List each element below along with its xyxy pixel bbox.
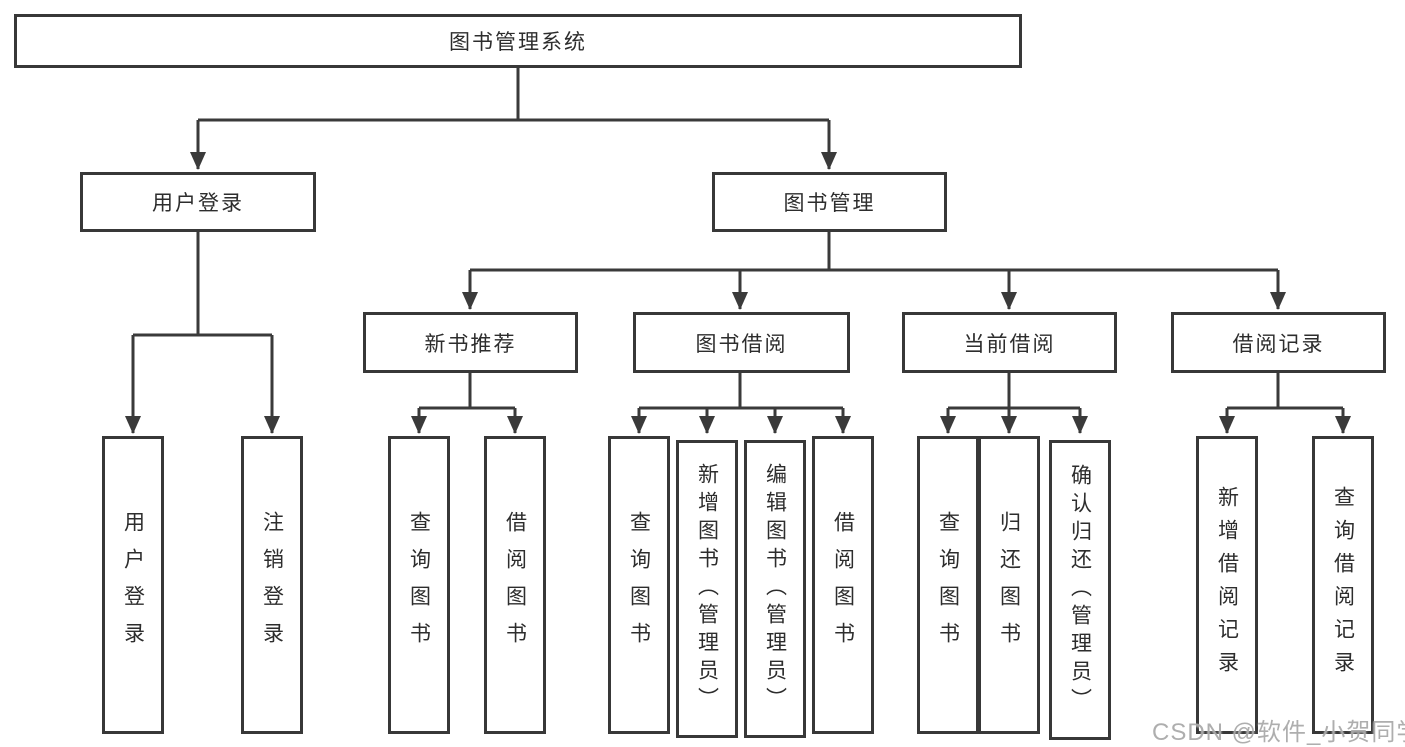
- wire-newbook-bus: [419, 373, 515, 410]
- node-current-borrow: 当前借阅: [902, 312, 1117, 373]
- node-user-login: 用户登录: [80, 172, 316, 232]
- csdn-watermark: CSDN @软件_小贺同学: [1152, 719, 1405, 746]
- node-new-book-rec: 新书推荐: [363, 312, 578, 373]
- leaf-current-return-books: 归还图书: [978, 436, 1040, 734]
- leaf-borrow-edit-books-admin: 编辑图书（管理员）: [744, 440, 806, 738]
- leaf-current-query-books: 查询图书: [917, 436, 979, 734]
- wire-mgmt-bus: [470, 232, 1278, 272]
- leaf-newbook-borrow-books: 借阅图书: [484, 436, 546, 734]
- wire-root-bus: [198, 68, 829, 122]
- wire-login-bus: [133, 232, 272, 337]
- wire-borrow-bus: [639, 373, 843, 410]
- leaf-current-confirm-return-admin: 确认归还（管理员）: [1049, 440, 1111, 740]
- node-book-borrow: 图书借阅: [633, 312, 850, 373]
- wire-records-bus: [1227, 373, 1343, 410]
- node-book-mgmt: 图书管理: [712, 172, 947, 232]
- leaf-borrow-add-books-admin: 新增图书（管理员）: [676, 440, 738, 738]
- leaf-records-query-record: 查询借阅记录: [1312, 436, 1374, 734]
- leaf-login-logout: 注销登录: [241, 436, 303, 734]
- node-root: 图书管理系统: [14, 14, 1022, 68]
- leaf-login-user-login: 用户登录: [102, 436, 164, 734]
- leaf-borrow-query-books: 查询图书: [608, 436, 670, 734]
- leaf-borrow-borrow-books: 借阅图书: [812, 436, 874, 734]
- wire-current-bus: [948, 373, 1080, 410]
- leaf-newbook-query-books: 查询图书: [388, 436, 450, 734]
- leaf-records-add-record: 新增借阅记录: [1196, 436, 1258, 734]
- node-borrow-records: 借阅记录: [1171, 312, 1386, 373]
